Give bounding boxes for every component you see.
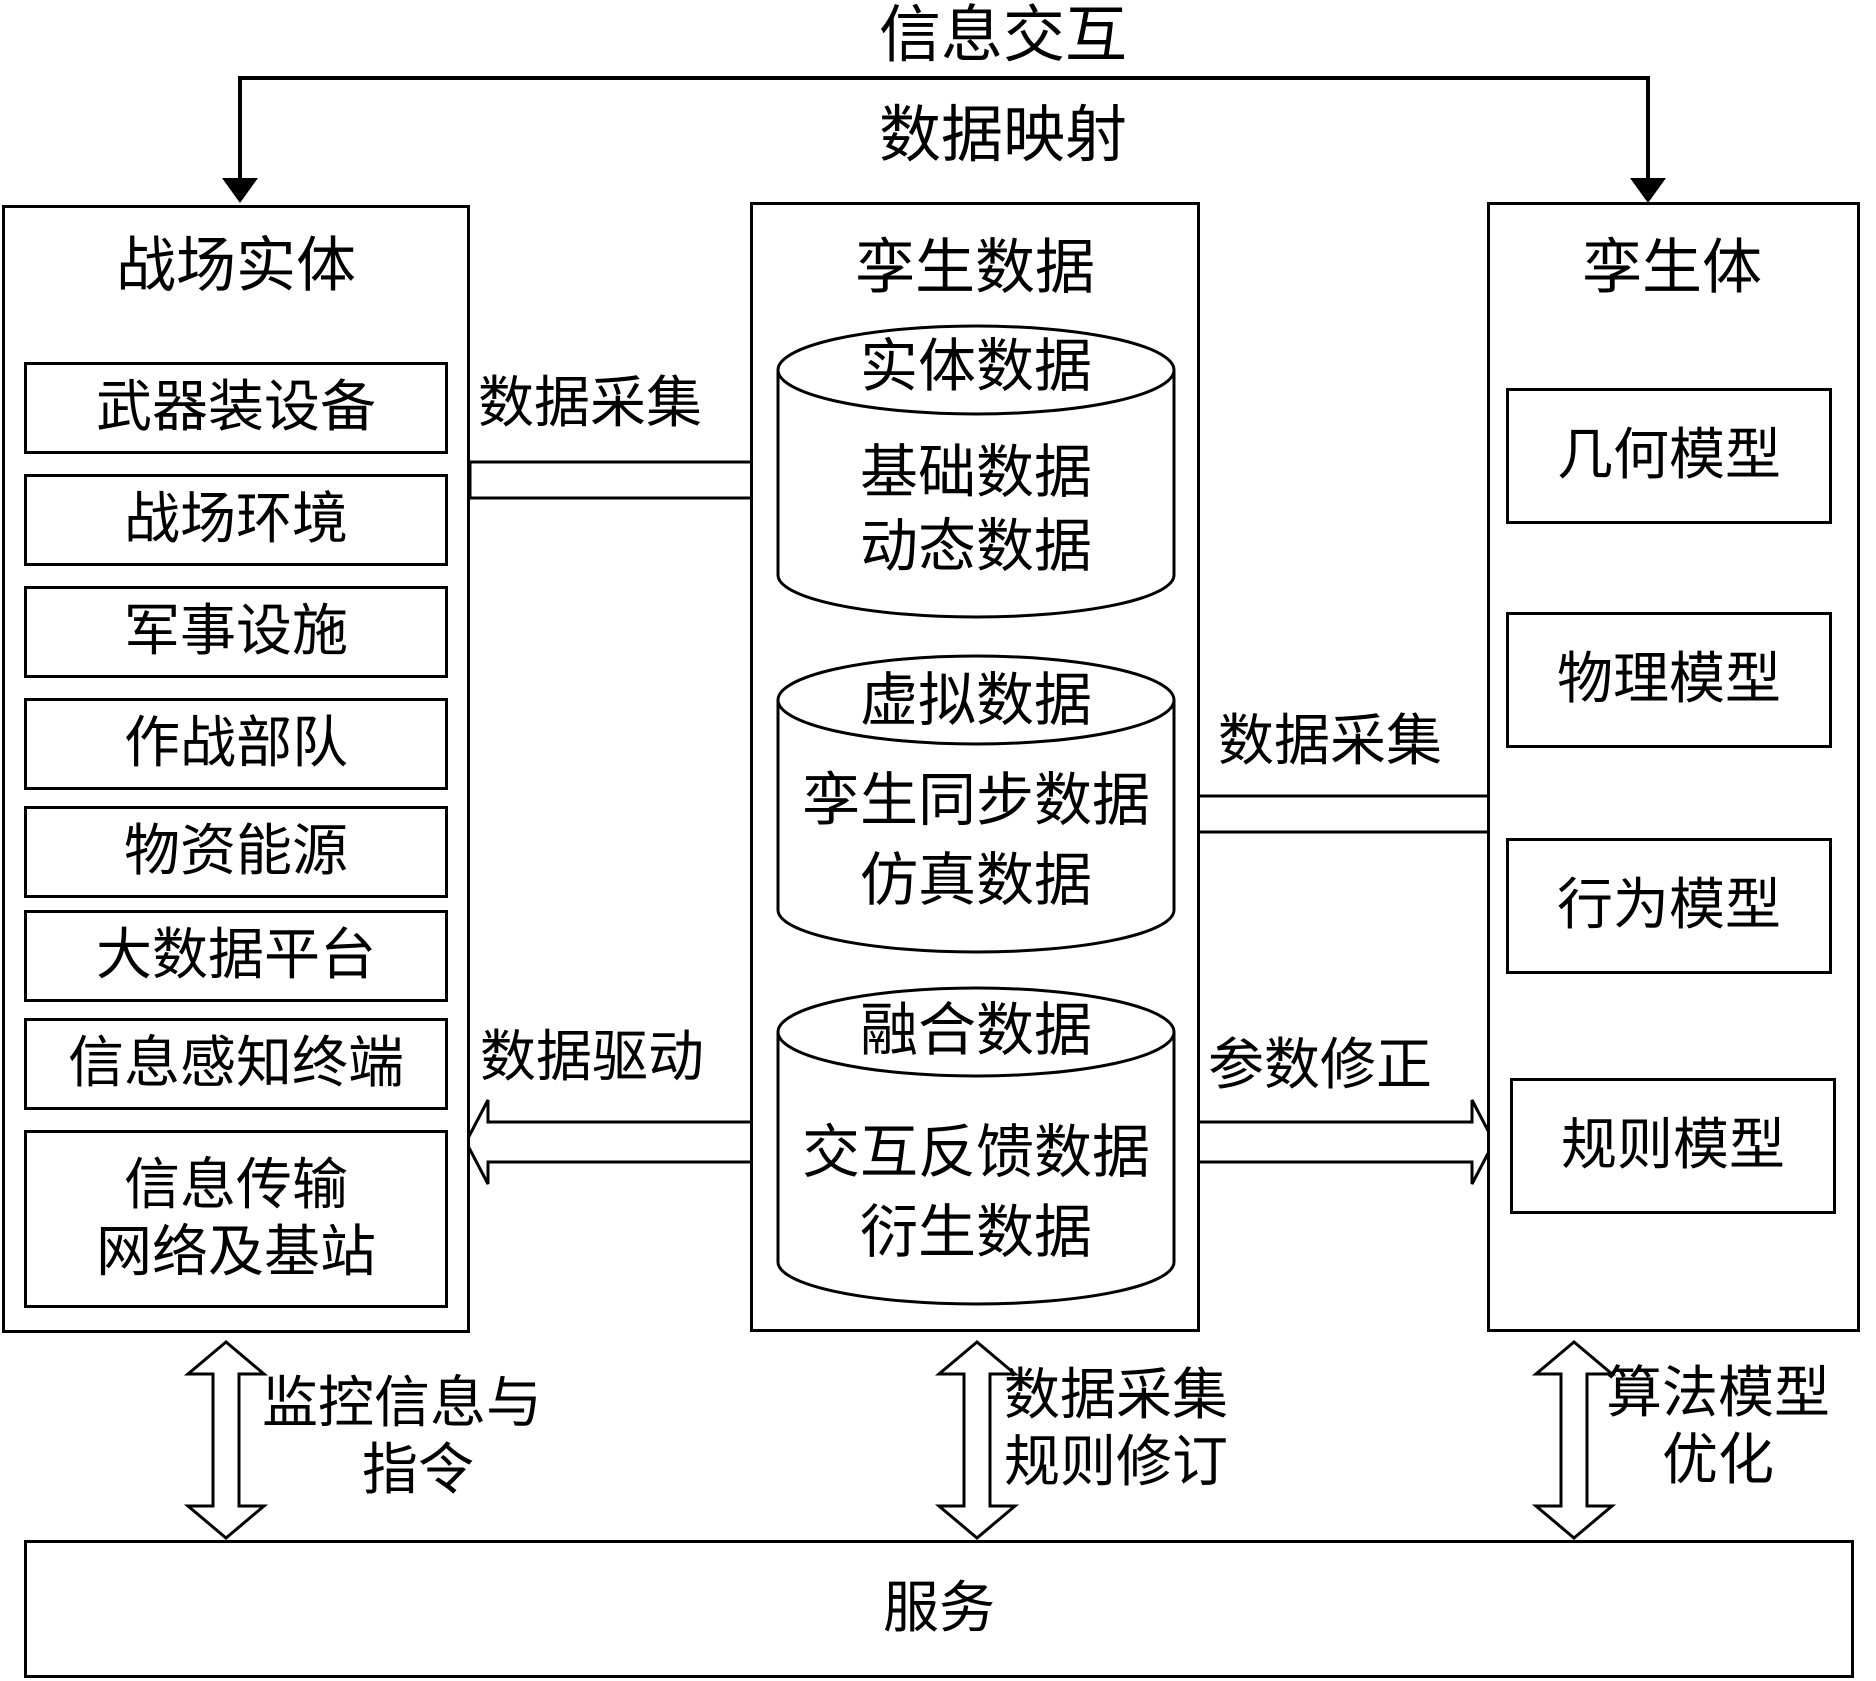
bottom-center-label: 数据采集 规则修订	[1004, 1362, 1228, 1496]
entity-network-line1: 信息传输	[124, 1152, 348, 1218]
model-geometry: 几何模型	[1506, 388, 1832, 524]
cylinder-entity-data	[776, 324, 1176, 619]
service-bar: 服务	[24, 1540, 1854, 1678]
cylinder-virtual-data	[776, 654, 1176, 954]
cylinder-virtual-line2: 仿真数据	[859, 846, 1093, 914]
bottom-left-line1: 监控信息与	[262, 1371, 542, 1436]
bottom-right-line1: 算法模型	[1606, 1361, 1830, 1426]
bottom-center-line2: 规则修订	[1004, 1430, 1228, 1496]
bottom-left-line2: 指令	[362, 1438, 474, 1504]
model-rules: 规则模型	[1510, 1078, 1836, 1214]
arrow-center-to-left	[464, 1099, 784, 1185]
bottom-left-label: 监控信息与 指令	[262, 1370, 542, 1504]
entity-item-sensing-terminal: 信息感知终端	[24, 1018, 448, 1110]
cylinder-fusion-name: 融合数据	[859, 996, 1093, 1064]
entity-item-materials: 物资能源	[24, 806, 448, 898]
twin-body-title: 孪生体	[1582, 233, 1762, 303]
entity-item-network: 信息传输 网络及基站	[24, 1130, 448, 1308]
cylinder-fusion-data	[776, 986, 1176, 1306]
double-arrow-left	[183, 1340, 269, 1540]
bottom-right-label: 算法模型 优化	[1606, 1360, 1830, 1494]
cylinder-fusion-line1: 交互反馈数据	[801, 1118, 1151, 1186]
double-arrow-right	[1531, 1340, 1617, 1540]
bottom-right-line2: 优化	[1662, 1428, 1774, 1494]
info-interaction-label: 信息交互	[878, 0, 1128, 71]
cylinder-entity-line1: 基础数据	[859, 438, 1093, 506]
double-arrow-center	[934, 1340, 1020, 1540]
data-mapping-label: 数据映射	[878, 98, 1128, 171]
arrow-left-to-center-label: 数据采集	[478, 371, 702, 436]
top-left-arrowhead	[222, 178, 258, 203]
model-physics: 物理模型	[1506, 612, 1832, 748]
arrow-center-to-right-label: 参数修正	[1208, 1033, 1432, 1098]
top-feedback-loop	[238, 76, 1650, 182]
top-right-arrowhead	[1630, 178, 1666, 203]
model-behavior: 行为模型	[1506, 838, 1832, 974]
twin-data-title: 孪生数据	[855, 233, 1095, 303]
entity-network-line2: 网络及基站	[96, 1220, 376, 1285]
cylinder-virtual-line1: 孪生同步数据	[801, 766, 1151, 834]
entity-item-bigdata: 大数据平台	[24, 910, 448, 1002]
cylinder-entity-name: 实体数据	[859, 332, 1093, 400]
bottom-center-line1: 数据采集	[1004, 1363, 1228, 1428]
entity-item-troops: 作战部队	[24, 698, 448, 790]
arrow-center-to-right	[1172, 1099, 1496, 1185]
entity-item-environment: 战场环境	[24, 474, 448, 566]
arrow-right-to-center-label: 数据采集	[1218, 709, 1442, 774]
arrow-center-to-left-label: 数据驱动	[480, 1025, 704, 1090]
entity-item-facilities: 军事设施	[24, 586, 448, 678]
cylinder-entity-line2: 动态数据	[859, 512, 1093, 580]
cylinder-virtual-name: 虚拟数据	[859, 666, 1093, 734]
cylinder-fusion-line2: 衍生数据	[859, 1198, 1093, 1266]
battlefield-entity-title: 战场实体	[116, 231, 356, 301]
entity-item-weapons: 武器装设备	[24, 362, 448, 454]
